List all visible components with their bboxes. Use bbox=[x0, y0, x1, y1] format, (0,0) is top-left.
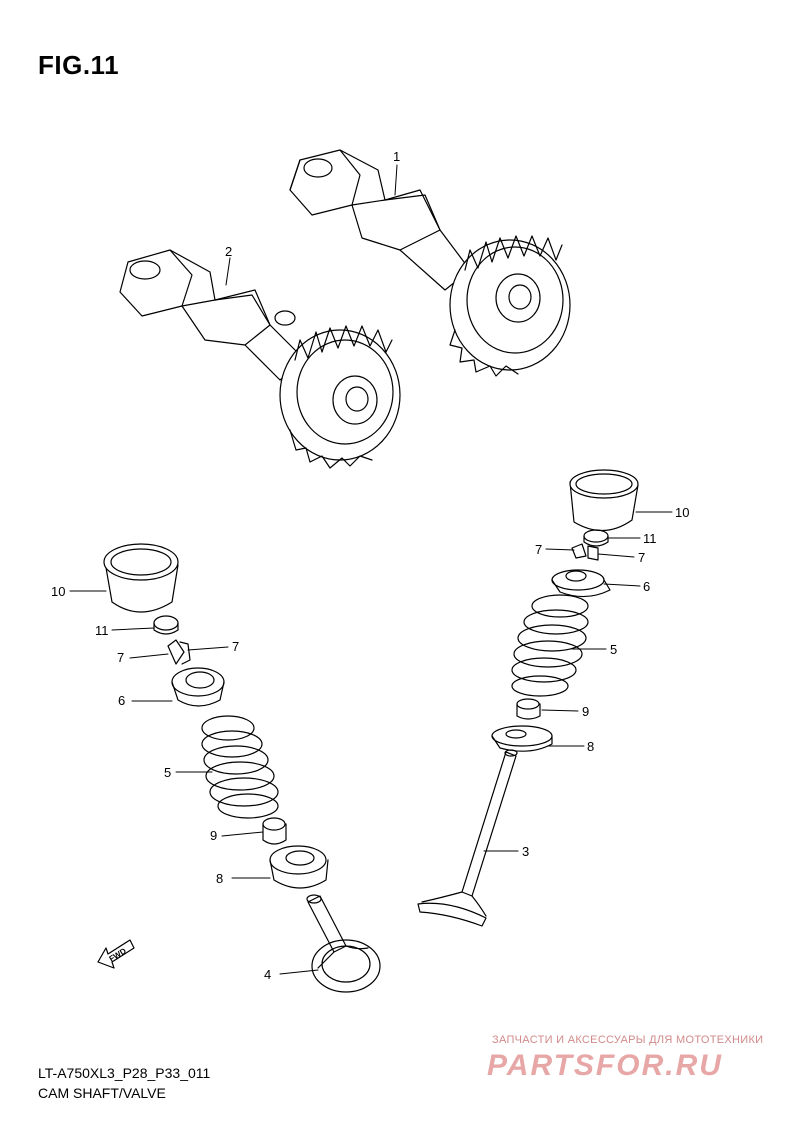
valve-spring-right[interactable] bbox=[511, 594, 589, 697]
valve-spring-left[interactable] bbox=[201, 715, 279, 819]
callout-7-left-a: 7 bbox=[117, 650, 124, 665]
valve-left[interactable] bbox=[306, 894, 381, 993]
callout-8-right: 8 bbox=[587, 739, 594, 754]
figure-title: FIG.11 bbox=[38, 50, 120, 80]
tappet-right[interactable] bbox=[569, 469, 639, 532]
callout-5-right: 5 bbox=[610, 642, 617, 657]
watermark-brand: PARTSFOR.RU bbox=[487, 1049, 723, 1082]
spring-seat-right[interactable] bbox=[491, 725, 553, 752]
leader-lines bbox=[69, 164, 673, 975]
camshaft-lower[interactable] bbox=[119, 249, 401, 469]
callout-9-left: 9 bbox=[210, 828, 217, 843]
tappet-left[interactable] bbox=[103, 543, 179, 613]
callout-11-left: 11 bbox=[95, 623, 109, 638]
cotter-left[interactable] bbox=[167, 639, 191, 665]
callout-10-left: 10 bbox=[51, 584, 65, 599]
callout-4: 4 bbox=[264, 967, 271, 982]
cotter-right[interactable] bbox=[571, 543, 599, 561]
valve-right[interactable] bbox=[417, 749, 518, 927]
callout-5-left: 5 bbox=[164, 765, 171, 780]
spring-retainer-right[interactable] bbox=[551, 569, 611, 598]
callout-9-right: 9 bbox=[582, 704, 589, 719]
shim-left[interactable] bbox=[153, 615, 179, 635]
spring-seat-left[interactable] bbox=[269, 845, 329, 889]
callout-10-right: 10 bbox=[675, 505, 689, 520]
stem-seal-left[interactable] bbox=[262, 817, 287, 845]
callout-labels: 1 2 3 4 5 5 6 6 7 7 7 7 8 8 9 9 10 10 11… bbox=[51, 149, 689, 982]
callout-7-left-b: 7 bbox=[232, 639, 239, 654]
figure-caption: CAM SHAFT/VALVE bbox=[38, 1085, 166, 1101]
callout-1: 1 bbox=[393, 149, 400, 164]
callout-6-right: 6 bbox=[643, 579, 650, 594]
watermark-tagline: ЗАПЧАСТИ И АКСЕССУАРЫ ДЛЯ МОТОТЕХНИКИ bbox=[492, 1034, 764, 1046]
callout-2: 2 bbox=[225, 244, 232, 259]
callout-11-right: 11 bbox=[643, 531, 657, 546]
figure-code: LT-A750XL3_P28_P33_011 bbox=[38, 1065, 211, 1081]
callout-7-right-b: 7 bbox=[638, 550, 645, 565]
forward-arrow-icon bbox=[97, 939, 135, 969]
spring-retainer-left[interactable] bbox=[171, 667, 225, 707]
stem-seal-right[interactable] bbox=[516, 698, 541, 720]
shim-right[interactable] bbox=[583, 529, 609, 547]
callout-3: 3 bbox=[522, 844, 529, 859]
callout-7-right-a: 7 bbox=[535, 542, 542, 557]
camshaft-upper[interactable] bbox=[289, 149, 571, 377]
callout-8-left: 8 bbox=[216, 871, 223, 886]
callout-6-left: 6 bbox=[118, 693, 125, 708]
